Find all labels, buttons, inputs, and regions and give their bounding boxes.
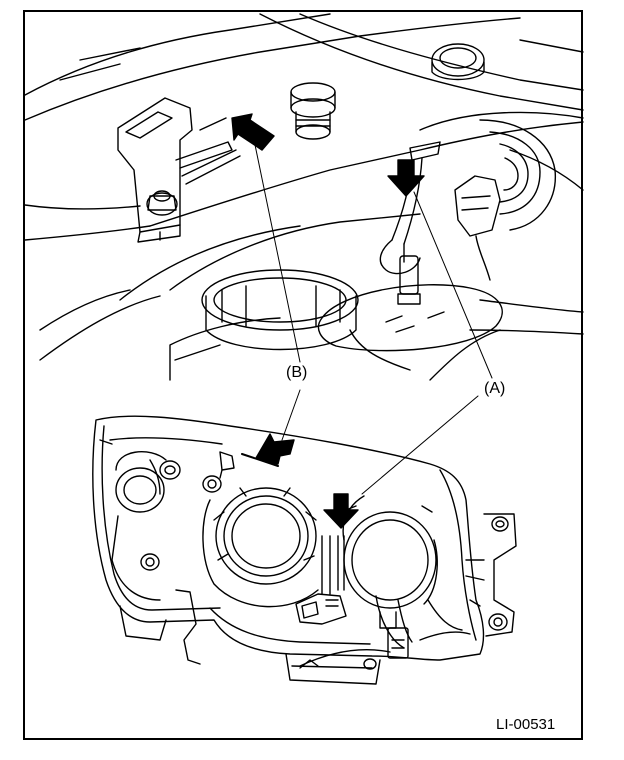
left-mount-bracket (119, 553, 201, 665)
back-cover (317, 284, 503, 352)
aiming-screw (202, 451, 235, 493)
arrow-b-upper (231, 113, 275, 151)
strut-post (290, 82, 336, 140)
bulb-socket-connector (454, 175, 501, 281)
leader-b-lower (281, 389, 301, 441)
bracket (117, 97, 193, 243)
arrow-b-lower (241, 433, 295, 467)
position-lamp (111, 451, 181, 601)
lower-view (92, 415, 517, 685)
headlamp-housing (92, 415, 485, 661)
harness-clip (175, 117, 241, 185)
leader-lines (253, 139, 493, 495)
callout-label-b: (B) (286, 364, 308, 381)
arrow-a-lower (323, 493, 359, 529)
reservoir-cap (431, 43, 485, 81)
figure-code: LI-00531 (496, 716, 556, 733)
harness-lower (299, 595, 471, 667)
bulb-wire (321, 535, 345, 595)
leader-a-upper (413, 191, 493, 379)
leader-b-upper (253, 139, 301, 363)
high-beam-reflector (342, 495, 438, 609)
bottom-flange (285, 653, 381, 685)
dust-boot-ring (201, 269, 359, 351)
right-mount-bracket (465, 513, 517, 637)
low-beam-reflector (202, 487, 319, 608)
callout-label-a: (A) (484, 380, 506, 397)
wiring-connector (295, 593, 347, 625)
arrow-a-upper (387, 159, 425, 197)
lamp-rear-housing (419, 111, 584, 231)
upper-view (24, 13, 584, 381)
leader-a-lower (361, 395, 479, 495)
